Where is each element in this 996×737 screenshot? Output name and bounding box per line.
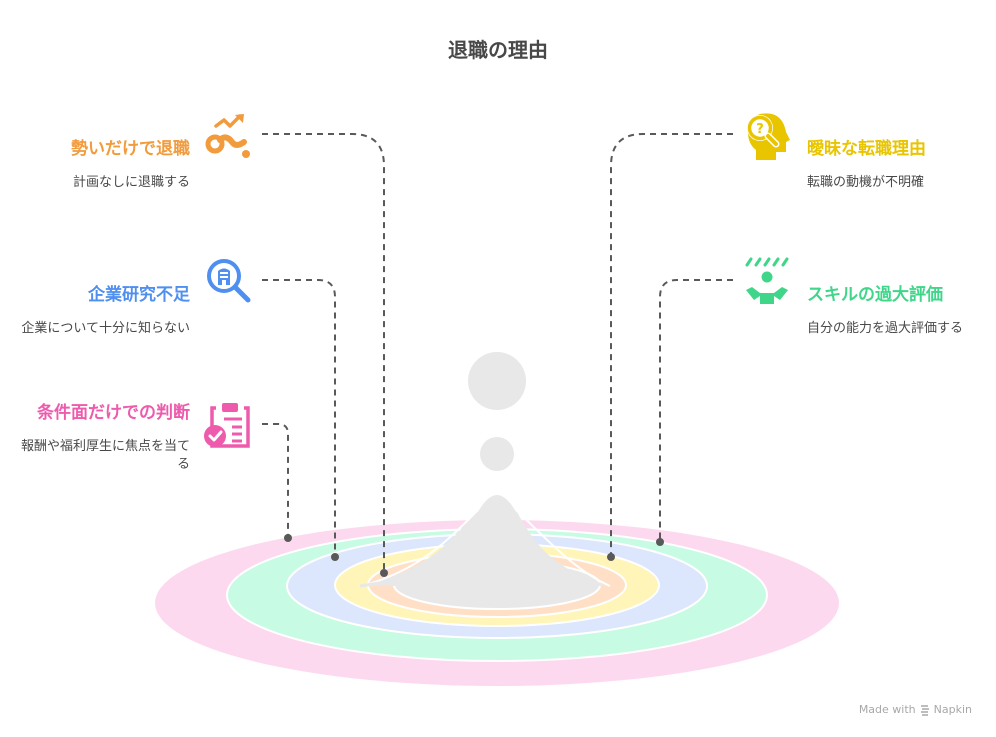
drop-large [468, 352, 526, 410]
head-question-icon: ? [747, 113, 790, 160]
item-title: 企業研究不足 [88, 285, 190, 305]
drop-small [480, 437, 514, 471]
napkin-footer[interactable]: Made with Napkin [859, 703, 972, 716]
item-overestimate: スキルの過大評価 自分の能力を過大評価する [807, 284, 977, 338]
item-conditions: 条件面だけでの判断 報酬や福利厚生に焦点を当てる [20, 402, 190, 474]
connector-dot-impulse [380, 569, 388, 577]
item-vague: 曖昧な転職理由 転職の動機が不明確 [807, 138, 977, 192]
person-shrug-icon [745, 257, 789, 304]
connector-dot-conditions [284, 534, 292, 542]
impulse-run-icon [205, 114, 250, 158]
connector-conditions [262, 423, 289, 538]
connector-dot-overestimate [656, 538, 664, 546]
diagram-title: 退職の理由 [448, 38, 548, 62]
item-impulse: 勢いだけで退職 計画なしに退職する [20, 138, 190, 192]
item-description: 計画なしに退職する [72, 175, 190, 190]
connector-dot-vague [607, 553, 615, 561]
item-description: 報酬や福利厚生に焦点を当てる [20, 439, 190, 472]
napkin-logo-icon [920, 704, 929, 716]
connector-research [262, 279, 336, 556]
footer-brand: Napkin [933, 703, 972, 716]
item-description: 企業について十分に知らない [21, 321, 190, 336]
item-title: 曖昧な転職理由 [807, 139, 926, 159]
item-title: スキルの過大評価 [807, 285, 943, 305]
svg-text:?: ? [756, 122, 764, 137]
footer-made-with: Made with [858, 703, 916, 716]
splash-peak [362, 494, 610, 586]
connector-overestimate [659, 279, 733, 541]
item-description: 転職の動機が不明確 [807, 175, 925, 190]
search-building-icon [207, 259, 251, 303]
item-research: 企業研究不足 企業について十分に知らない [20, 284, 190, 338]
connector-dot-research [331, 553, 339, 561]
item-title: 条件面だけでの判断 [37, 403, 190, 423]
item-description: 自分の能力を過大評価する [807, 321, 964, 336]
connector-vague [610, 133, 733, 556]
clipboard-check-icon [204, 403, 250, 448]
item-title: 勢いだけで退職 [71, 139, 190, 159]
connector-impulse [262, 133, 385, 572]
